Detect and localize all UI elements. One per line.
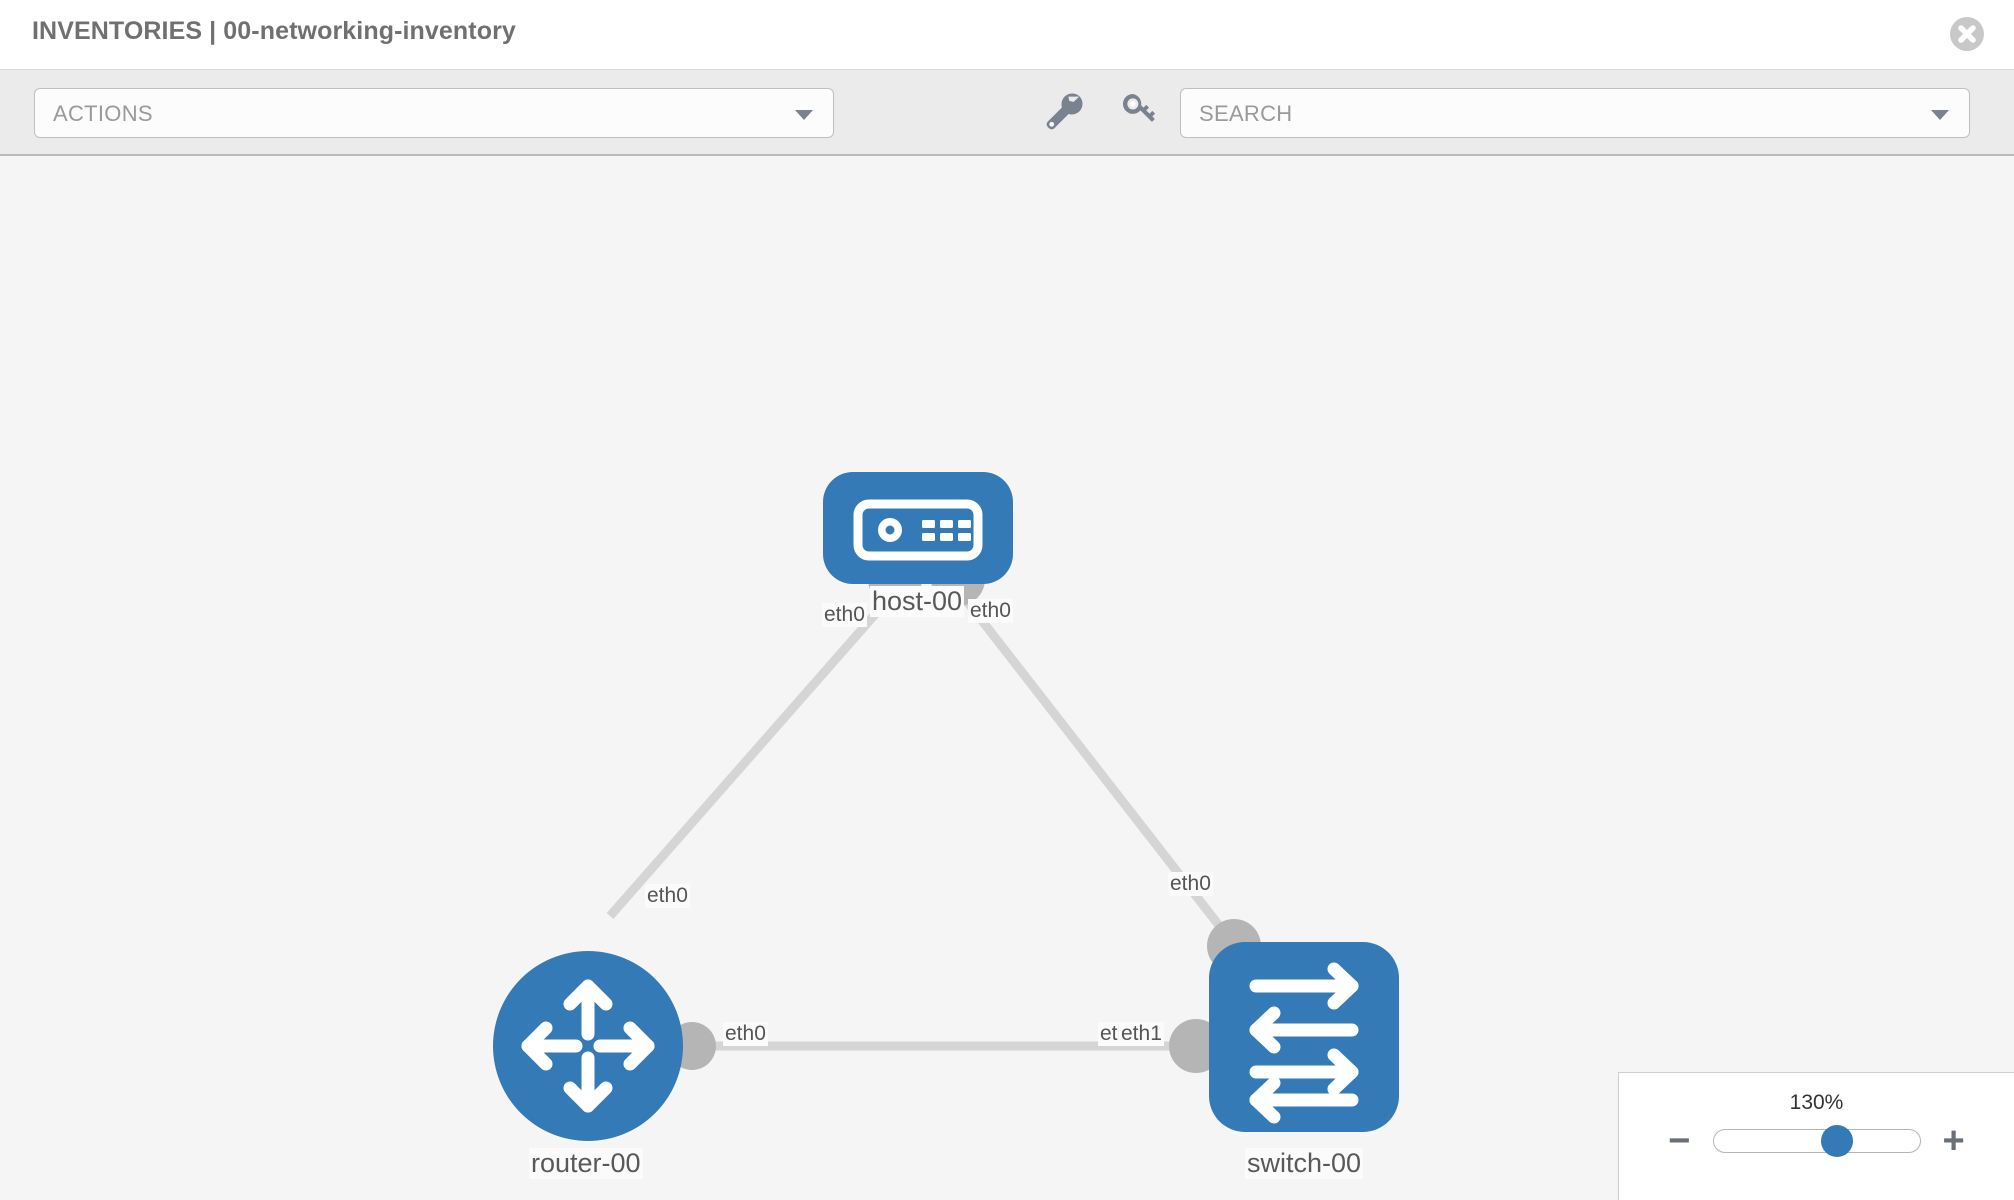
zoom-level-value: 130% bbox=[1789, 1091, 1844, 1114]
switch-arrows-icon bbox=[1249, 962, 1359, 1124]
zoom-control-panel: 130% − + bbox=[1618, 1072, 2014, 1200]
toolbar: ACTIONS SEARCH bbox=[0, 70, 2014, 156]
topology-handles bbox=[668, 552, 1261, 1073]
plus-icon[interactable]: + bbox=[1942, 1120, 1965, 1162]
actions-dropdown[interactable]: ACTIONS bbox=[34, 88, 834, 138]
iface-label: eth0 bbox=[822, 603, 867, 627]
iface-label: eth0 bbox=[1168, 872, 1213, 896]
zoom-slider-thumb[interactable] bbox=[1821, 1125, 1854, 1157]
minus-icon[interactable]: − bbox=[1668, 1120, 1691, 1162]
edge-host-router bbox=[606, 583, 904, 919]
topology-canvas[interactable]: eth0 eth0 eth0 eth0 eth0 eth0 eth1 host-… bbox=[0, 156, 2014, 1200]
node-host-00[interactable] bbox=[823, 472, 1013, 584]
iface-label: eth0 bbox=[723, 1022, 768, 1046]
page-title: INVENTORIES | 00-networking-inventory bbox=[32, 17, 516, 45]
iface-label: eth1 bbox=[1119, 1022, 1164, 1046]
node-switch-00[interactable] bbox=[1209, 942, 1399, 1132]
search-placeholder: SEARCH bbox=[1199, 101, 1293, 126]
topology-graph bbox=[493, 472, 1399, 1141]
node-label-router-00: router-00 bbox=[529, 1148, 643, 1179]
iface-label: eth0 bbox=[968, 599, 1013, 623]
server-icon bbox=[853, 499, 983, 561]
iface-label: eth0 bbox=[645, 884, 690, 908]
actions-dropdown-label: ACTIONS bbox=[53, 101, 153, 126]
page-header: INVENTORIES | 00-networking-inventory bbox=[0, 0, 2014, 70]
toolbar-icon-group bbox=[1042, 90, 1160, 134]
node-label-switch-00: switch-00 bbox=[1245, 1148, 1364, 1179]
wrench-icon[interactable] bbox=[1042, 90, 1086, 134]
node-router-00[interactable] bbox=[493, 951, 683, 1141]
router-arrows-icon bbox=[521, 979, 655, 1113]
close-icon[interactable] bbox=[1950, 17, 1984, 51]
search-input[interactable]: SEARCH bbox=[1180, 88, 1970, 138]
chevron-down-icon bbox=[795, 110, 813, 120]
topology-edges bbox=[606, 583, 1239, 1051]
key-icon[interactable] bbox=[1116, 90, 1160, 134]
zoom-slider[interactable] bbox=[1712, 1125, 1921, 1157]
zoom-slider-row: − + bbox=[1619, 1120, 2014, 1162]
node-label-host-00: host-00 bbox=[870, 586, 965, 617]
chevron-down-icon[interactable] bbox=[1931, 110, 1949, 120]
